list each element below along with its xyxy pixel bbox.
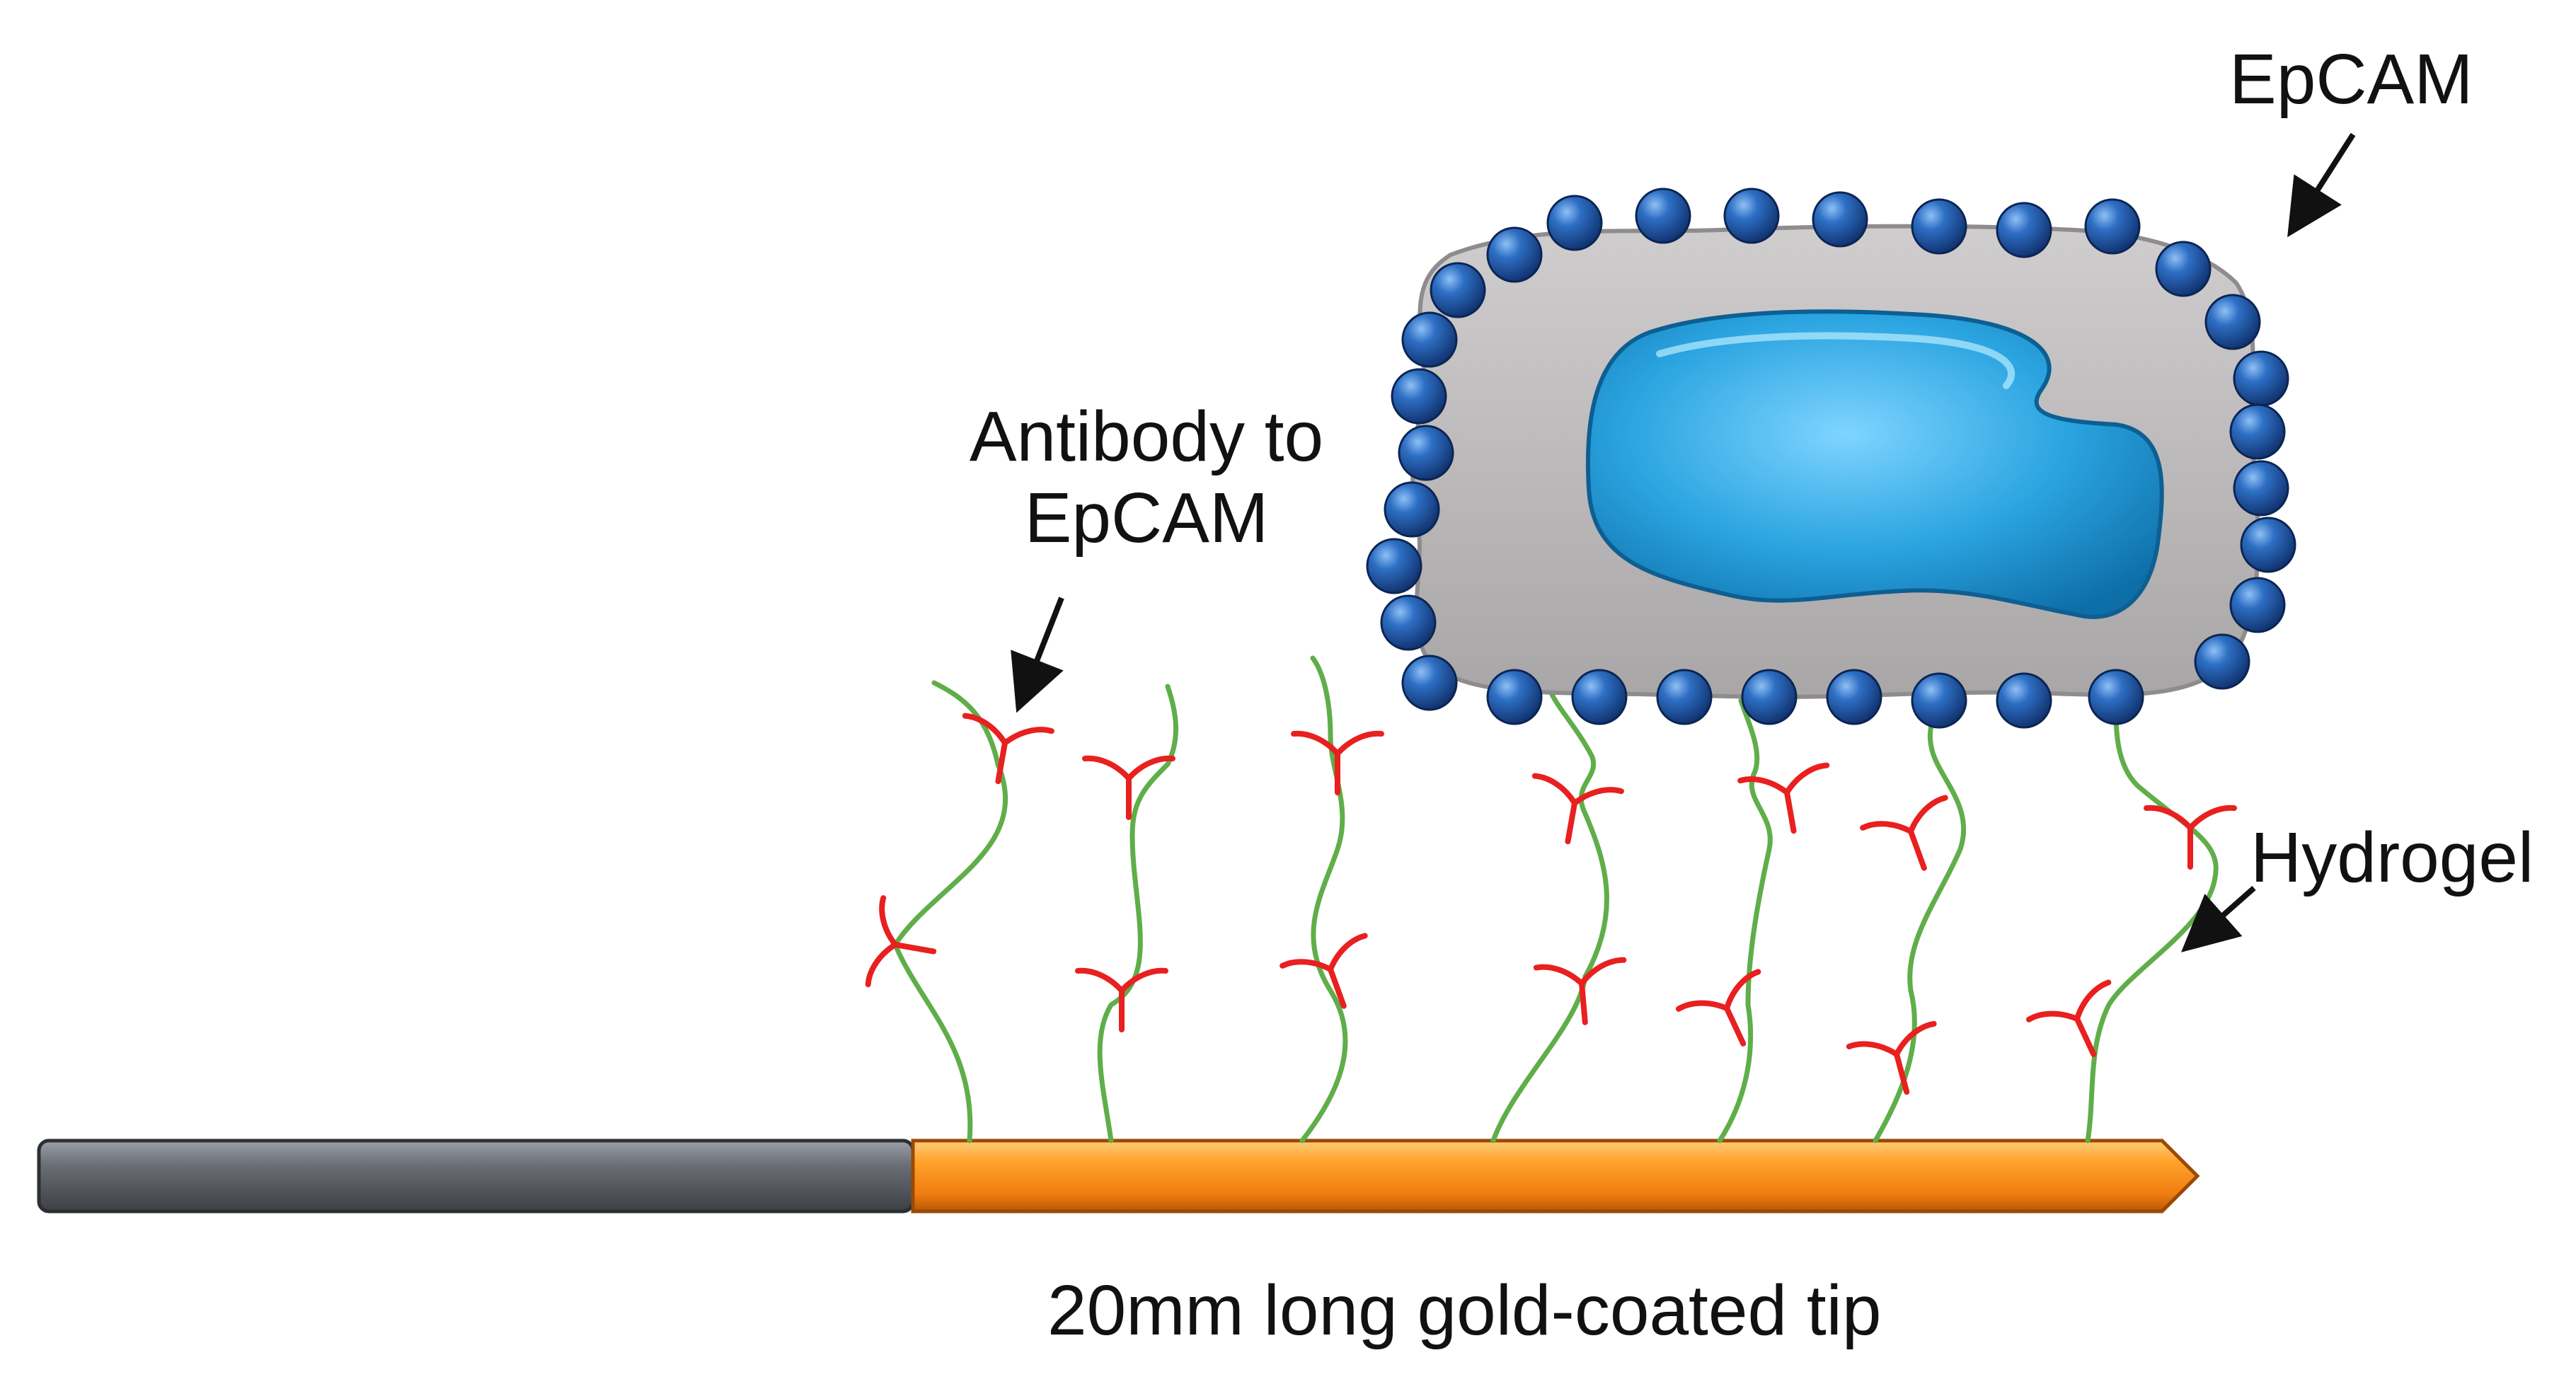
hydrogel-label: Hydrogel	[2250, 818, 2534, 897]
rod-gold-coated-tip	[911, 1139, 2200, 1214]
antibody-label-line1: Antibody to	[969, 397, 1324, 476]
antibody-y-shape	[962, 713, 1054, 785]
epcam-arrow	[2287, 132, 2356, 238]
epcam-bead	[1911, 198, 1967, 255]
epcam-bead	[1486, 669, 1543, 725]
hydrogel-strand	[1717, 698, 1773, 1143]
epcam-bead	[1398, 425, 1454, 481]
antibody-stroke	[962, 713, 1054, 785]
antibody-stroke	[1531, 773, 1624, 845]
epcam-bead	[2204, 294, 2261, 350]
epcam-bead	[2229, 577, 2286, 633]
epcam-bead	[1911, 672, 1967, 729]
epcam-bead	[1430, 262, 1486, 318]
antibody-stroke	[1082, 755, 1175, 820]
hydrogel-strand	[1097, 684, 1178, 1143]
epcam-bead	[1366, 538, 1422, 594]
label-arrows	[1011, 132, 2356, 952]
antibody-stroke	[1737, 762, 1830, 834]
antibody-label-line2: EpCAM	[1024, 478, 1269, 558]
epcam-bead	[1741, 669, 1798, 725]
antibody-label: Antibody to EpCAM	[899, 396, 1394, 559]
epcam-bead	[1380, 594, 1437, 651]
antibody-stroke	[1291, 730, 1384, 795]
epcam-bead	[1723, 188, 1780, 244]
hydrogel-strands	[892, 655, 2219, 1143]
tumor-cell	[1410, 224, 2260, 700]
epcam-bead	[1486, 226, 1543, 283]
epcam-bead	[2233, 460, 2289, 517]
antibody-stroke	[865, 895, 937, 988]
epcam-bead	[2084, 198, 2141, 255]
antibody-y-shape	[1082, 755, 1175, 820]
rod-uncoated-section	[37, 1139, 915, 1214]
epcam-bead	[1384, 481, 1440, 538]
antibody-y-shape	[1737, 762, 1830, 834]
epcam-bead	[1546, 195, 1603, 251]
epcam-bead	[1401, 311, 1458, 368]
antibody-y-shape	[1291, 730, 1384, 795]
antibody-y-shape	[2025, 979, 2112, 1057]
hydrogel-strand	[1490, 687, 1609, 1143]
antibody-y-shape	[2144, 805, 2237, 870]
hydrogel-strand	[1873, 698, 1967, 1143]
epcam-bead	[1996, 202, 2052, 258]
nucleus-highlight	[1656, 332, 2016, 389]
epcam-bead	[1812, 191, 1868, 248]
epcam-bead	[2194, 633, 2250, 690]
antibody-stroke	[2144, 805, 2237, 870]
antibody-stroke	[1846, 1020, 1937, 1095]
epcam-bead	[1401, 655, 1458, 711]
antibody-y-shape	[1533, 957, 1627, 1025]
antibody-y-shape	[1531, 773, 1624, 845]
epcam-bead	[1656, 669, 1713, 725]
antibody-stroke	[1675, 969, 1761, 1047]
epcam-bead	[2229, 403, 2286, 460]
epcam-bead	[1826, 669, 1882, 725]
epcam-beads	[1366, 188, 2296, 729]
epcam-bead	[1996, 672, 2052, 729]
antibody-stroke	[1533, 957, 1627, 1025]
hydrogel-strand	[2085, 705, 2219, 1143]
antibody-y-shape	[1280, 933, 1368, 1009]
antibody-stroke	[1860, 795, 1948, 871]
antibody-arrow	[1011, 596, 1064, 713]
antibody-y-shape	[1075, 967, 1168, 1032]
epcam-bead	[1571, 669, 1628, 725]
epcam-bead	[1635, 188, 1691, 244]
antibodies	[865, 713, 2237, 1095]
antibody-stroke	[1075, 967, 1168, 1032]
hydrogel-arrow	[2181, 886, 2256, 952]
probe-rod	[37, 1139, 2200, 1214]
antibody-y-shape	[1860, 795, 1948, 871]
epcam-bead	[2155, 241, 2212, 297]
antibody-y-shape	[1846, 1020, 1937, 1095]
hydrogel-strand	[1299, 655, 1348, 1143]
epcam-bead	[2240, 517, 2296, 573]
antibody-stroke	[2025, 979, 2112, 1057]
epcam-bead	[1391, 368, 1447, 425]
hydrogel-strand	[892, 680, 1008, 1143]
epcam-bead	[2088, 669, 2144, 725]
tip-label: 20mm long gold-coated tip	[1047, 1271, 1882, 1350]
antibody-stroke	[1280, 933, 1368, 1009]
epcam-bead	[2233, 350, 2289, 407]
antibody-y-shape	[1675, 969, 1761, 1047]
cell-nucleus	[1585, 309, 2164, 619]
epcam-label: EpCAM	[2229, 40, 2473, 119]
antibody-y-shape	[865, 895, 937, 988]
